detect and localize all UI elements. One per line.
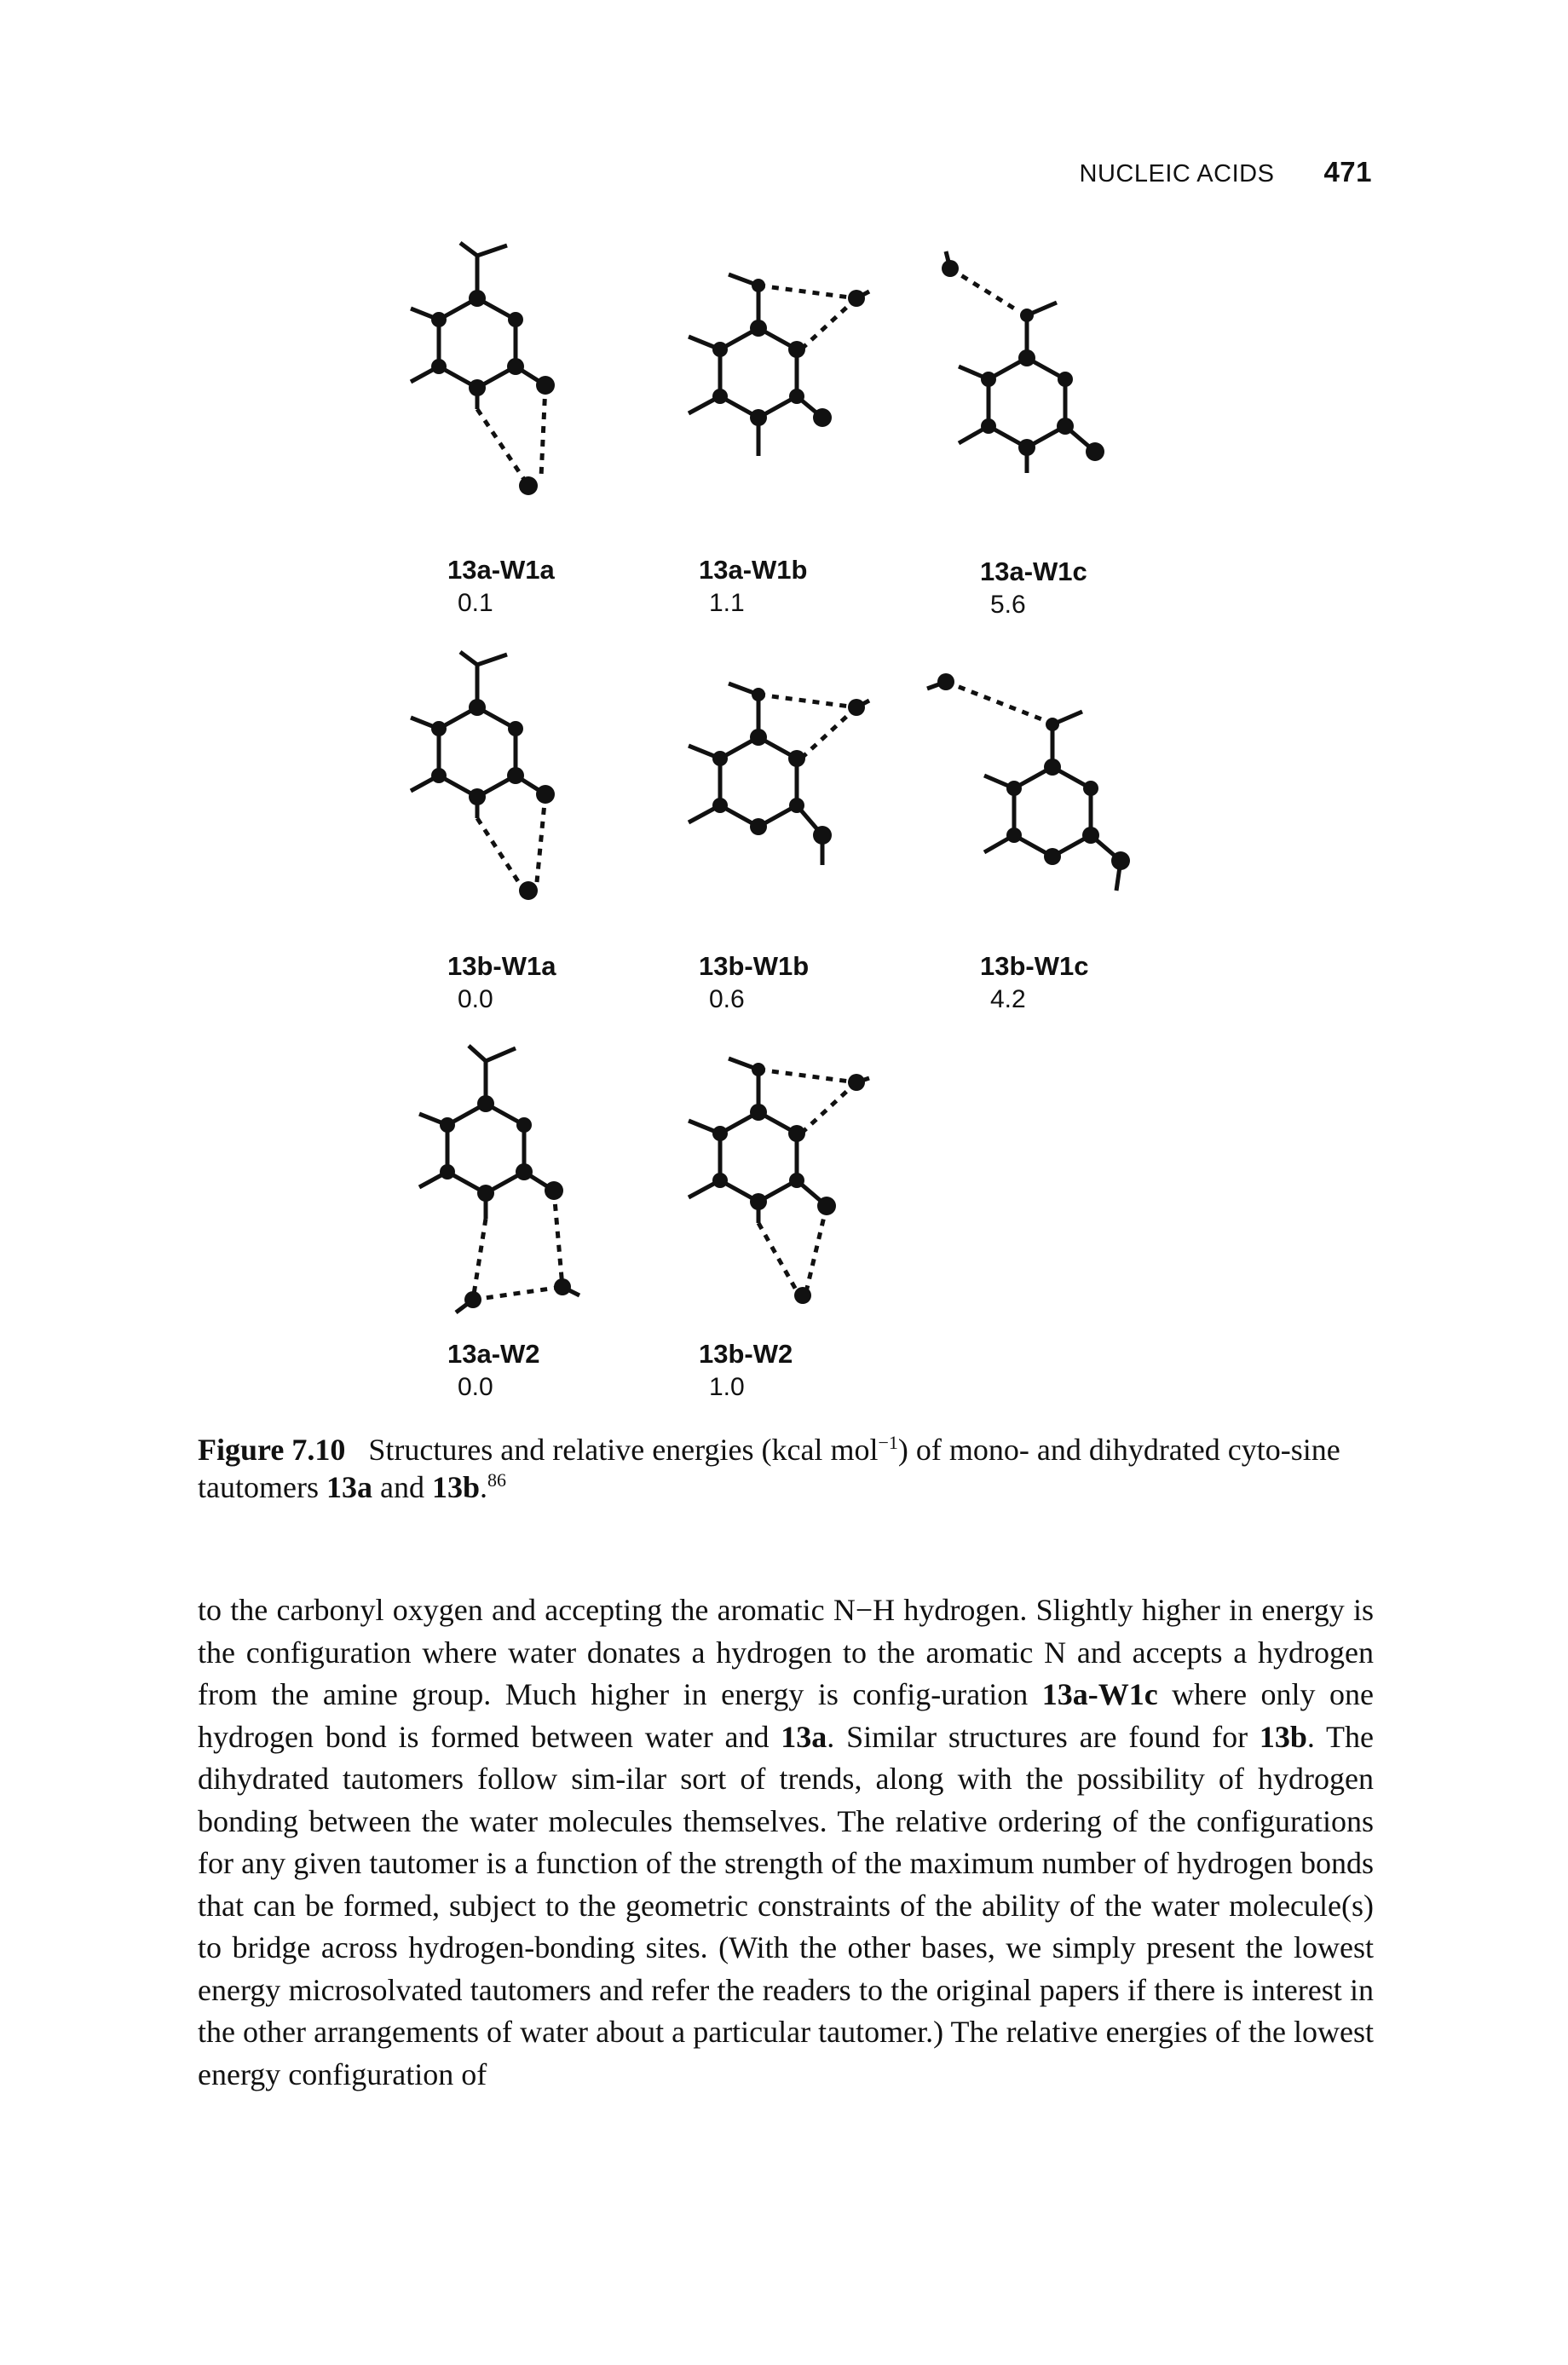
structure-label-13b-w1c: 13b-W1c 4.2: [980, 950, 1088, 1015]
body-bold: 13b: [1259, 1719, 1307, 1754]
structure-name: 13a-W1b: [699, 555, 808, 585]
structure-13b-w2-drawing: [687, 1056, 870, 1304]
caption-text: .: [479, 1469, 487, 1504]
body-text: to the carbonyl oxygen and accepting the…: [198, 1593, 1374, 1711]
structure-name: 13b-W1c: [980, 951, 1089, 981]
section-title: NUCLEIC ACIDS: [1079, 160, 1275, 187]
body-text: . The dihydrated tautomers follow sim-il…: [198, 1719, 1374, 2091]
relative-energy: 0.6: [709, 984, 745, 1013]
structure-13b-w1a-drawing: [409, 650, 555, 900]
molecule-13a-w1c: [929, 247, 1150, 537]
relative-energy: 4.2: [990, 984, 1026, 1013]
molecule-13b-w1c: [912, 656, 1150, 946]
caption-bold: 13a: [326, 1469, 372, 1504]
molecule-13b-w1b: [648, 665, 895, 920]
molecule-13a-w2: [409, 1035, 631, 1334]
structure-name: 13b-W1a: [447, 951, 556, 981]
structure-label-13a-w1a: 13a-W1a 0.1: [447, 554, 555, 619]
molecule-13a-w1b: [648, 256, 895, 511]
body-bold: 13a-W1c: [1041, 1677, 1158, 1711]
structure-13a-w2-drawing: [418, 1044, 581, 1314]
body-bold: 13a: [781, 1719, 827, 1754]
relative-energy: 1.0: [709, 1372, 745, 1401]
structure-label-13b-w1a: 13b-W1a 0.0: [447, 950, 556, 1015]
structure-13a-w1a-drawing: [409, 241, 555, 495]
structure-label-13a-w1c: 13a-W1c 5.6: [980, 556, 1087, 620]
structure-name: 13a-W1c: [980, 557, 1087, 586]
structure-name: 13a-W1a: [447, 555, 555, 585]
caption-text: Structures and relative energies (kcal m…: [368, 1433, 879, 1467]
caption-superscript: −1: [878, 1432, 898, 1453]
body-paragraph: to the carbonyl oxygen and accepting the…: [198, 1589, 1374, 2096]
structure-13a-w1b-drawing: [687, 272, 871, 456]
structure-13a-w1c-drawing: [942, 251, 1104, 473]
structure-name: 13b-W1b: [699, 951, 810, 981]
molecule-13b-w1a: [401, 639, 622, 955]
structure-label-13a-w2: 13a-W2 0.0: [447, 1338, 540, 1403]
structure-13b-w1c-drawing: [926, 673, 1130, 891]
figure-label: Figure 7.10: [198, 1433, 346, 1467]
relative-energy: 0.0: [458, 1372, 493, 1401]
relative-energy: 0.1: [458, 588, 493, 617]
structure-label-13b-w2: 13b-W2 1.0: [699, 1338, 793, 1403]
caption-text: ) of mono- and dihydrated cyto-sine taut…: [198, 1433, 1340, 1504]
caption-reference: 86: [487, 1468, 506, 1491]
running-head: NUCLEIC ACIDS 471: [1080, 156, 1372, 188]
molecule-13b-w2: [648, 1040, 895, 1321]
relative-energy: 5.6: [990, 590, 1026, 619]
body-text: . Similar structures are found for: [827, 1719, 1260, 1754]
caption-text: and: [372, 1469, 432, 1504]
structure-13b-w1b-drawing: [687, 681, 871, 865]
structure-label-13a-w1b: 13a-W1b 1.1: [699, 554, 807, 619]
body-text: where only one hydrogen bond is formed b…: [198, 1677, 1374, 1754]
molecule-13a-w1a: [401, 230, 622, 545]
structure-name: 13a-W2: [447, 1339, 540, 1369]
relative-energy: 1.1: [709, 588, 745, 617]
caption-bold: 13b: [431, 1469, 480, 1504]
relative-energy: 0.0: [458, 984, 493, 1013]
page-number: 471: [1323, 156, 1372, 187]
figure-caption: Figure 7.10 Structures and relative ener…: [198, 1432, 1374, 1507]
structure-label-13b-w1b: 13b-W1b 0.6: [699, 950, 809, 1015]
structure-name: 13b-W2: [699, 1339, 793, 1369]
